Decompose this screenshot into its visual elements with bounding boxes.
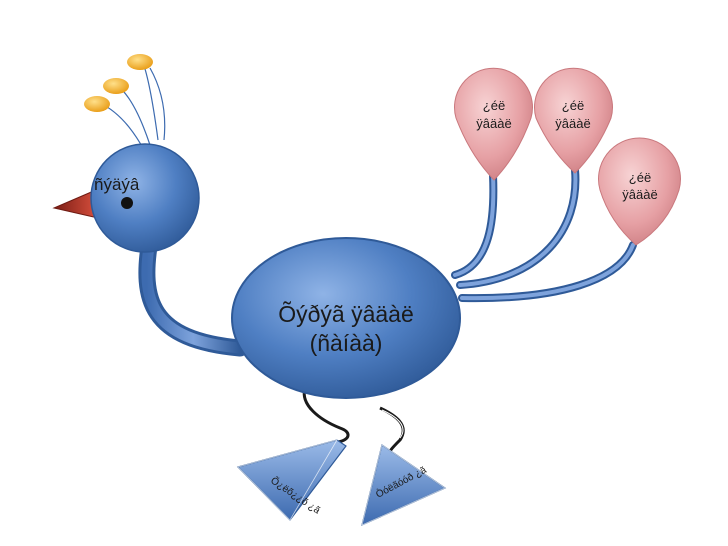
feather-2-line1: ¿éë	[562, 98, 584, 113]
feather-3-line2: ÿâäàë	[622, 187, 657, 202]
eye-icon	[121, 197, 133, 209]
feather-1[interactable]: ¿éë ÿâäàë	[454, 67, 533, 181]
crest-orb-icon	[84, 96, 110, 112]
head-label: ñýäýâ	[94, 175, 140, 194]
body-line2: (ñàíàà)	[310, 330, 383, 356]
neck	[138, 231, 249, 357]
foot-right[interactable]: Òóëãóóð ¿ã	[361, 444, 447, 527]
feather-2[interactable]: ¿éë ÿâäàë	[534, 67, 613, 174]
feather-1-line1: ¿éë	[483, 98, 505, 113]
feather-3[interactable]: ¿éë ÿâäàë	[598, 137, 681, 246]
head[interactable]: ñýäýâ	[90, 143, 200, 253]
feather-1-line2: ÿâäàë	[476, 116, 511, 131]
body-line1: Õýðýã ÿâäàë	[278, 300, 414, 327]
crest-orb-icon	[127, 54, 153, 70]
feather-3-line1: ¿éë	[629, 170, 651, 185]
crest	[84, 54, 166, 151]
body[interactable]: Õýðýã ÿâäàë (ñàíàà)	[231, 237, 461, 399]
feather-stems	[451, 166, 637, 303]
foot-left[interactable]: Õ¿ëõ¿¿õ ¿ã	[236, 439, 347, 521]
feather-2-line2: ÿâäàë	[555, 116, 590, 131]
crest-orb-icon	[103, 78, 129, 94]
